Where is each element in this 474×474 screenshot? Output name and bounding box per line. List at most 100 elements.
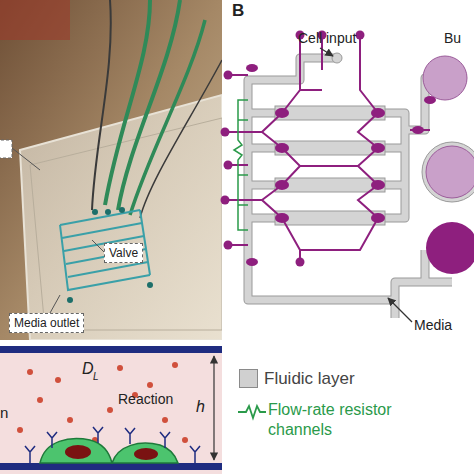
height-label: h <box>196 398 205 416</box>
receptor <box>93 427 103 443</box>
ligand-dot <box>117 365 123 371</box>
photo-valves <box>67 297 73 303</box>
tubing <box>130 20 205 215</box>
control-valve <box>275 108 289 118</box>
fluidic-channel <box>332 53 342 63</box>
fluidic-channel <box>275 178 385 192</box>
control-valve <box>296 258 305 267</box>
control-valve <box>246 64 258 72</box>
legend-text: Fluidic layer <box>264 368 464 389</box>
diffusion-subscript: L <box>93 371 99 382</box>
label-box: Media outlet <box>9 313 84 333</box>
leader-line <box>12 148 104 313</box>
photo-valves <box>67 207 153 303</box>
pointer-arrow <box>320 48 333 56</box>
bubble-trap <box>426 222 474 274</box>
ligand-dot <box>162 417 168 423</box>
control-valve <box>228 75 430 245</box>
leader-line <box>12 148 40 170</box>
photo-channels <box>62 223 142 238</box>
cut-label-box <box>0 140 12 158</box>
ligand-dot <box>17 427 23 433</box>
control-valve <box>246 258 258 266</box>
label-text: Valve <box>109 245 138 261</box>
control-valve <box>371 180 385 190</box>
ligand-dot <box>172 362 178 368</box>
bubble-trap <box>423 56 474 274</box>
tubing <box>92 0 111 210</box>
cell <box>134 448 158 460</box>
port-label: Cell input <box>298 31 356 46</box>
resistor-channel <box>238 120 248 205</box>
resistor-channel <box>234 100 248 230</box>
ligand-dot <box>27 369 33 375</box>
resistor-symbol <box>238 406 266 418</box>
ligand-dot <box>37 397 43 403</box>
photo-valves <box>119 207 125 213</box>
photo-valves <box>92 209 98 215</box>
photo-valves <box>147 282 153 288</box>
fluidic-channel <box>275 106 385 120</box>
control-valve <box>424 96 436 104</box>
reaction-label: Reaction <box>118 392 173 407</box>
control-valve <box>356 31 365 40</box>
top-wall <box>0 346 222 353</box>
receptor <box>25 427 200 463</box>
chip-photo <box>0 0 222 340</box>
pointer-arrow <box>388 298 412 322</box>
receptor <box>190 446 200 463</box>
receptor <box>160 432 170 448</box>
ligand-dot <box>107 407 113 413</box>
cell <box>40 439 112 463</box>
ligand-dot <box>147 382 153 388</box>
control-valve <box>371 143 385 153</box>
control-valve <box>224 161 233 170</box>
port-label: Bu <box>444 31 461 46</box>
control-valve <box>412 126 424 134</box>
ligand-dot <box>17 362 188 443</box>
tubing <box>118 0 180 210</box>
photo-channels <box>60 225 150 290</box>
control-valve <box>224 71 233 80</box>
control-valve <box>275 213 289 223</box>
photo-valves <box>105 209 111 215</box>
cell <box>65 445 91 459</box>
leader-line <box>92 240 104 252</box>
control-valve <box>371 108 385 118</box>
control-valve <box>221 31 437 267</box>
cell <box>112 443 178 463</box>
chip-edge <box>30 118 222 330</box>
fluidic-channel <box>422 142 474 202</box>
photo-channels <box>60 210 140 225</box>
bubble-trap <box>423 56 467 100</box>
photo-channels <box>60 210 150 290</box>
photo-object <box>0 0 70 40</box>
control-valve <box>358 113 378 218</box>
reaction-schematic <box>0 346 222 474</box>
receptor <box>47 432 57 448</box>
fluidic-channel <box>248 58 452 318</box>
fluidic-channel <box>248 58 452 318</box>
control-valve <box>275 180 289 190</box>
ligand-dot <box>55 377 61 383</box>
control-valve <box>221 128 230 137</box>
control-valve <box>221 31 437 267</box>
medium-layer <box>0 346 222 474</box>
ligand-dot <box>182 437 188 443</box>
label-text: Media outlet <box>14 315 79 331</box>
control-valve <box>371 213 385 223</box>
control-valve <box>275 143 289 153</box>
fluidic-channel <box>248 58 452 318</box>
panel-letter: B <box>232 2 244 21</box>
control-valve <box>282 148 378 185</box>
fluidic-channel <box>275 211 385 225</box>
port-label: Media <box>414 318 452 333</box>
fluidic-channel <box>248 58 452 318</box>
legend-text: Flow-rate resistor channels <box>268 400 418 440</box>
diffusion-symbol: D <box>82 360 94 378</box>
tubing <box>140 60 222 218</box>
label-box: Valve <box>104 243 143 263</box>
